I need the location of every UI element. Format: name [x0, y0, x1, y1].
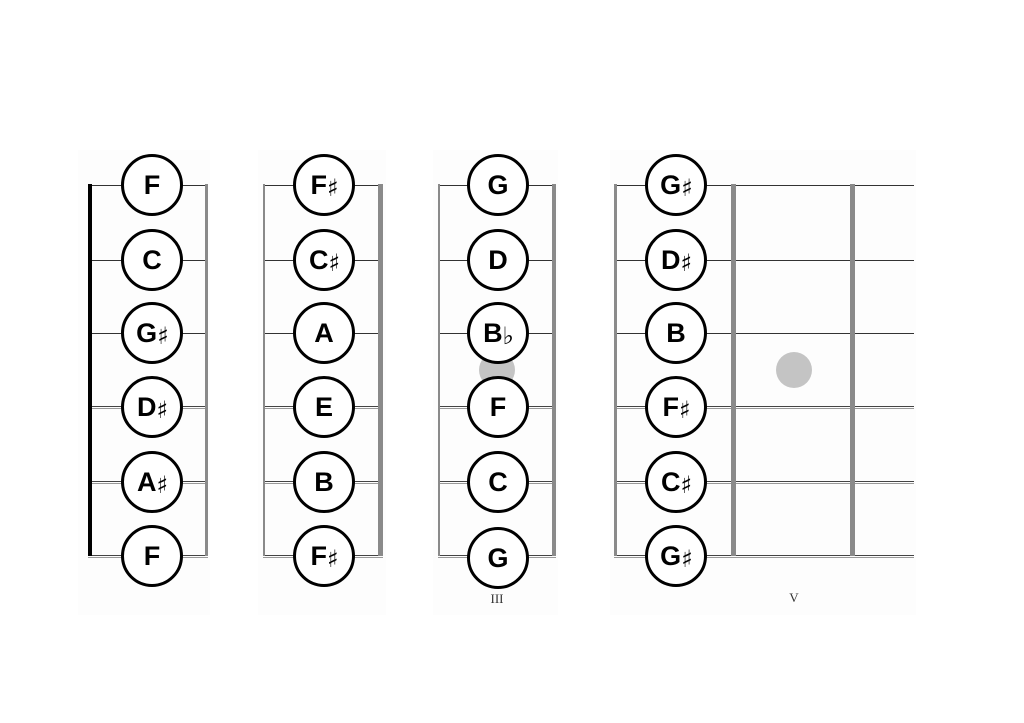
string-1 [614, 185, 914, 186]
note-circle: G♯ [645, 154, 707, 216]
note-circle: A♯ [121, 451, 183, 513]
fret-marker-dot [776, 352, 812, 388]
note-letter: G [487, 169, 508, 200]
note-letter: B [666, 317, 685, 348]
string-4 [614, 406, 914, 409]
note-letter: G [660, 540, 681, 571]
note-letter: C [660, 466, 680, 497]
note-circle: F [467, 376, 529, 438]
note-letter: B [483, 317, 502, 348]
string-6 [614, 555, 914, 558]
note-letter: D [488, 244, 507, 275]
nut [88, 184, 92, 556]
note-letter: G [660, 169, 681, 200]
note-letter: A [136, 466, 156, 497]
note-circle: B [645, 302, 707, 364]
fret-line [378, 184, 383, 556]
note-circle: E [293, 376, 355, 438]
note-circle: B [293, 451, 355, 513]
accidental: ♯ [328, 249, 340, 277]
note-letter: E [314, 391, 333, 422]
accidental: ♯ [678, 396, 691, 424]
fret-line [438, 184, 440, 556]
note-circle: D♯ [121, 376, 183, 438]
accidental: ♯ [680, 471, 692, 499]
note-circle: G♯ [645, 525, 707, 587]
note-letter: D [136, 391, 156, 422]
note-circle: A [293, 302, 355, 364]
note-circle: G♯ [121, 302, 183, 364]
fret-number-label: III [490, 591, 504, 606]
note-letter: A [314, 317, 333, 348]
string-5 [614, 481, 914, 484]
accidental: ♯ [326, 174, 339, 202]
fret-line [205, 184, 208, 556]
note-letter: F [143, 540, 160, 571]
accidental: ♯ [681, 174, 693, 202]
accidental: ♯ [157, 322, 169, 350]
fret-line [263, 184, 265, 556]
note-letter: G [136, 317, 157, 348]
note-circle: D [467, 229, 529, 291]
accidental: ♯ [680, 249, 692, 277]
note-circle: F [121, 154, 183, 216]
string-2 [614, 260, 914, 261]
note-circle: D♯ [645, 229, 707, 291]
accidental: ♯ [156, 471, 168, 499]
accidental: ♯ [326, 545, 339, 573]
note-circle: F♯ [293, 154, 355, 216]
note-letter: B [314, 466, 333, 497]
note-circle: F♯ [645, 376, 707, 438]
note-circle: G [467, 154, 529, 216]
note-circle: C♯ [645, 451, 707, 513]
note-letter: C [142, 244, 161, 275]
note-letter: F [489, 391, 506, 422]
note-circle: G [467, 527, 529, 589]
note-circle: F♯ [293, 525, 355, 587]
string-3 [614, 333, 914, 334]
accidental: ♯ [156, 396, 168, 424]
note-circle: C [467, 451, 529, 513]
accidental: ♭ [502, 322, 514, 350]
note-letter: F [310, 540, 326, 571]
fret-line [552, 184, 556, 556]
fret-line [731, 184, 736, 556]
note-letter: C [308, 244, 328, 275]
note-circle: C♯ [293, 229, 355, 291]
note-circle: F [121, 525, 183, 587]
note-letter: D [660, 244, 680, 275]
note-letter: G [487, 542, 508, 573]
note-circle: B♭ [467, 302, 529, 364]
note-letter: F [143, 169, 160, 200]
fret-number-label: V [789, 590, 799, 605]
note-circle: C [121, 229, 183, 291]
accidental: ♯ [681, 545, 693, 573]
fret-line [850, 184, 855, 556]
note-letter: C [488, 466, 507, 497]
fret-line [614, 184, 617, 556]
note-letter: F [662, 391, 678, 422]
note-letter: F [310, 169, 326, 200]
